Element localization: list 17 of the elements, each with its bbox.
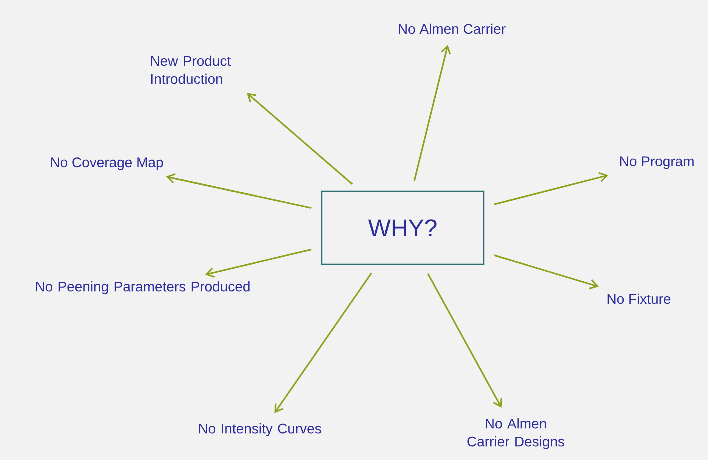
reason-label: New Product Introduction [151,56,232,84]
arrow [205,248,312,278]
reason-label: No Intensity Curves [199,423,322,437]
reason-label: No Fixture [608,294,671,304]
arrow [414,45,452,182]
arrow [274,272,372,414]
reason-label: No Peening Parameters Produced [36,281,250,295]
arrow [494,254,599,290]
arrow [494,172,608,206]
arrow [166,173,312,210]
reason-label: No Almen Carrier Designs [468,418,564,450]
arrow [427,273,502,408]
reason-label: No Almen Carrier [399,24,506,34]
reason-label: No Coverage Map [51,158,164,170]
question-box: WHY? [321,190,485,266]
reason-label: No Program [620,156,694,170]
arrow [247,93,354,185]
